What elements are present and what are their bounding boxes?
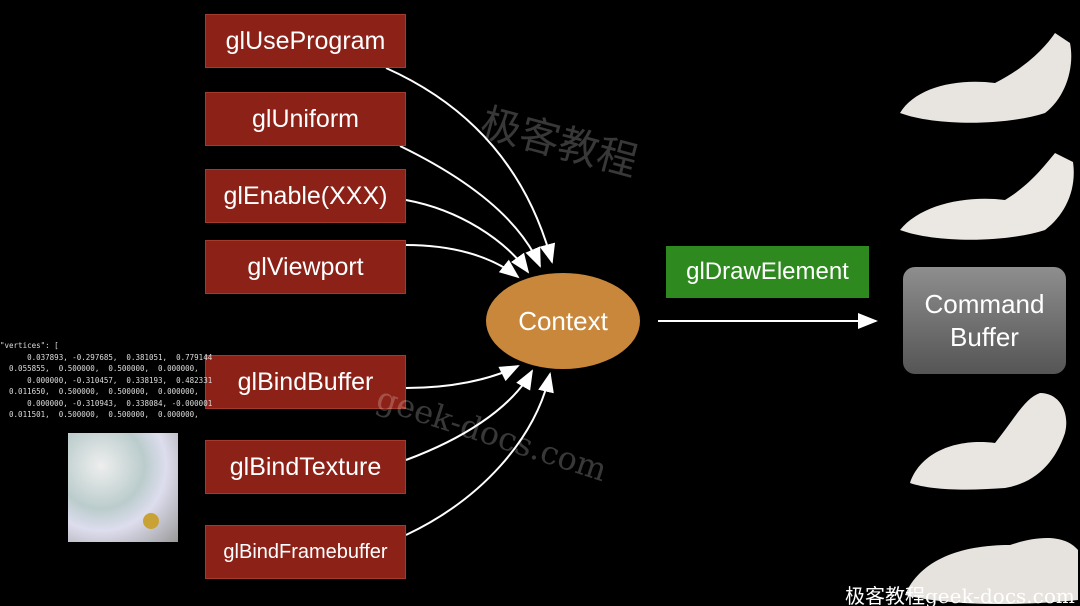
texture-detail <box>143 513 159 529</box>
cat-image-1 <box>900 33 1072 123</box>
arrow-uniform <box>399 145 541 268</box>
call-glenable: glEnable(XXX) <box>205 169 406 223</box>
vertices-code: "vertices": [ 0.037893, -0.297685, 0.381… <box>0 341 213 419</box>
context-node: Context <box>486 273 640 369</box>
texture-atlas-image <box>68 433 178 542</box>
cat-image-4 <box>905 538 1078 605</box>
arrow-bindbuffer <box>405 365 520 389</box>
command-buffer-line1: Command <box>924 289 1045 319</box>
call-glbindbuffer: glBindBuffer <box>205 355 406 409</box>
gldrawelement-box: glDrawElement <box>666 246 869 298</box>
command-buffer-line2: Buffer <box>950 321 1019 352</box>
call-glviewport: glViewport <box>205 240 406 294</box>
cat-image-3 <box>910 393 1067 490</box>
arrow-useprogram <box>385 67 556 264</box>
call-glbindframebuffer: glBindFramebuffer <box>205 525 406 579</box>
call-gluniform: glUniform <box>205 92 406 146</box>
call-glbindtexture: glBindTexture <box>205 440 406 494</box>
arrow-enable <box>405 199 530 274</box>
watermark-corner: 极客教程geek-docs.com <box>845 584 1075 606</box>
arrow-bindframebuffer <box>405 372 554 536</box>
arrow-bindtexture <box>405 369 533 461</box>
arrow-viewport <box>405 244 520 279</box>
cat-image-2 <box>900 153 1074 240</box>
call-gluseprogram: glUseProgram <box>205 14 406 68</box>
